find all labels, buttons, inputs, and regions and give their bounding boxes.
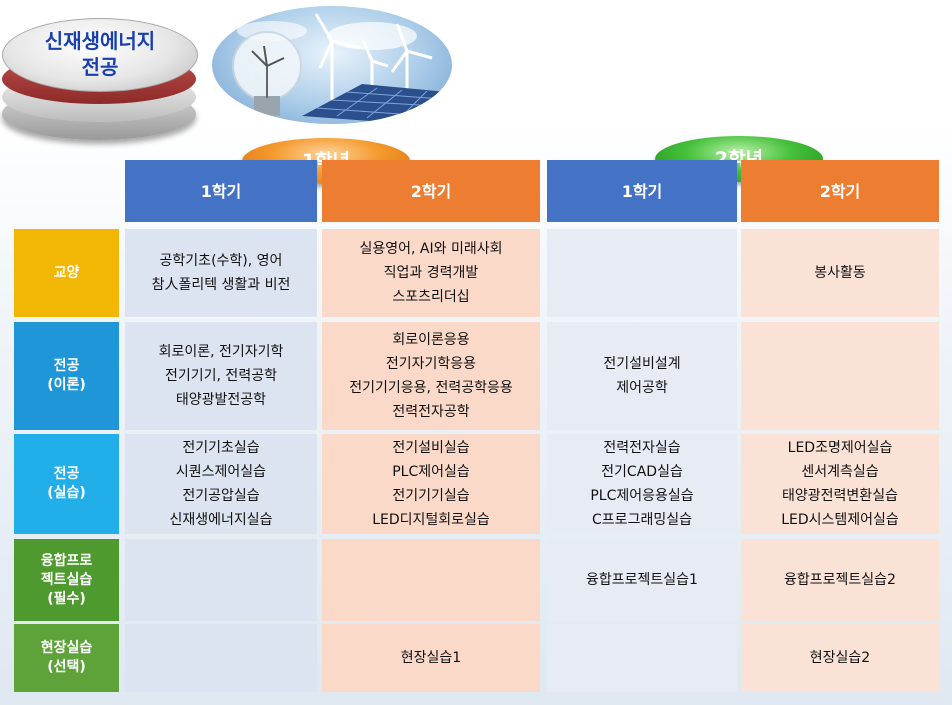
course-name: LED시스템제어실습 [781, 512, 899, 528]
row-label-line: 전공 [53, 358, 80, 374]
course-name: 전력전자공학 [392, 404, 470, 420]
row-label-line: (필수) [47, 590, 86, 607]
course-name: 현장실습1 [400, 650, 462, 666]
course-cell: 융합프로젝트실습1 [547, 539, 737, 621]
row-label: 전공 (이론) [14, 322, 119, 430]
course-name: 전기설비실습 [392, 440, 470, 456]
course-name: 전기CAD실습 [601, 464, 683, 480]
course-name: PLC제어응용실습 [590, 488, 694, 504]
row-label: 현장실습 (선택) [14, 624, 119, 692]
row-label-line: 교양 [53, 264, 80, 281]
course-name: 실용영어, AI와 미래사회 [359, 241, 503, 257]
course-name: 전기기기응용, 전력공학응용 [349, 380, 513, 396]
course-name: 시퀀스제어실습 [175, 464, 267, 480]
course-cell [547, 624, 737, 692]
course-name: 전기기초실습 [182, 440, 260, 456]
row-label-line: (실습) [47, 485, 86, 501]
course-name: 직업과 경력개발 [383, 265, 479, 281]
semester-header-y2s2: 2학기 [741, 160, 939, 222]
row-label-line: 융합프로 [40, 552, 93, 569]
course-name: LED조명제어실습 [787, 440, 893, 456]
semester-header-y1s2: 2학기 [322, 160, 540, 222]
row-label-line: (이론) [47, 377, 86, 393]
course-name: C프로그래밍실습 [592, 512, 692, 528]
course-name: LED디지털회로실습 [372, 512, 490, 528]
row-label: 교양 [14, 229, 119, 317]
course-name: 공학기초(수학), 영어 [159, 253, 283, 269]
course-name: 전기공압실습 [182, 488, 260, 504]
row-label-line: 전공 [53, 466, 80, 482]
course-name: 현장실습2 [809, 650, 871, 666]
course-name: 전력전자실습 [603, 440, 681, 456]
renewable-energy-image [212, 6, 452, 124]
course-name: 센서계측실습 [801, 464, 879, 480]
row-label-line: (선택) [47, 659, 86, 675]
course-cell [125, 539, 317, 621]
course-name: 태양광발전공학 [175, 392, 267, 408]
course-cell [547, 229, 737, 317]
course-name: 회로이론응용 [392, 332, 470, 348]
course-name: PLC제어실습 [392, 464, 470, 480]
course-name: 전기기기, 전력공학 [165, 368, 277, 384]
course-name: 회로이론, 전기자기학 [158, 344, 284, 360]
row-label: 전공 (실습) [14, 434, 119, 534]
course-name: 스포츠리더십 [392, 289, 470, 305]
course-name: 융합프로젝트실습1 [586, 572, 698, 588]
course-name: 융합프로젝트실습2 [784, 572, 896, 588]
row-label-line: 젝트실습 [40, 571, 93, 588]
course-cell [741, 322, 939, 430]
row-label-line: 현장실습 [40, 640, 93, 656]
course-name: 참人폴리텍 생활과 비전 [151, 277, 291, 293]
course-name: 신재생에너지실습 [169, 512, 273, 528]
semester-header-y1s1: 1학기 [125, 160, 317, 222]
course-cell: 현장실습1 [322, 624, 540, 692]
course-name: 전기설비설계 [603, 356, 681, 372]
course-cell [125, 624, 317, 692]
course-cell: 봉사활동 [741, 229, 939, 317]
course-name: 전기자기학응용 [385, 356, 477, 372]
page-title-line: 신재생에너지 [44, 29, 156, 53]
disk-layer [2, 18, 198, 92]
course-cell [322, 539, 540, 621]
course-name: 태양광전력변환실습 [782, 488, 898, 504]
course-cell: 현장실습2 [741, 624, 939, 692]
course-name: 전기기기실습 [392, 488, 470, 504]
page-title-line: 전공 [81, 55, 119, 79]
course-name: 제어공학 [616, 380, 668, 396]
course-name: 봉사활동 [814, 265, 866, 281]
course-cell: 융합프로젝트실습2 [741, 539, 939, 621]
semester-header-y2s1: 1학기 [547, 160, 737, 222]
